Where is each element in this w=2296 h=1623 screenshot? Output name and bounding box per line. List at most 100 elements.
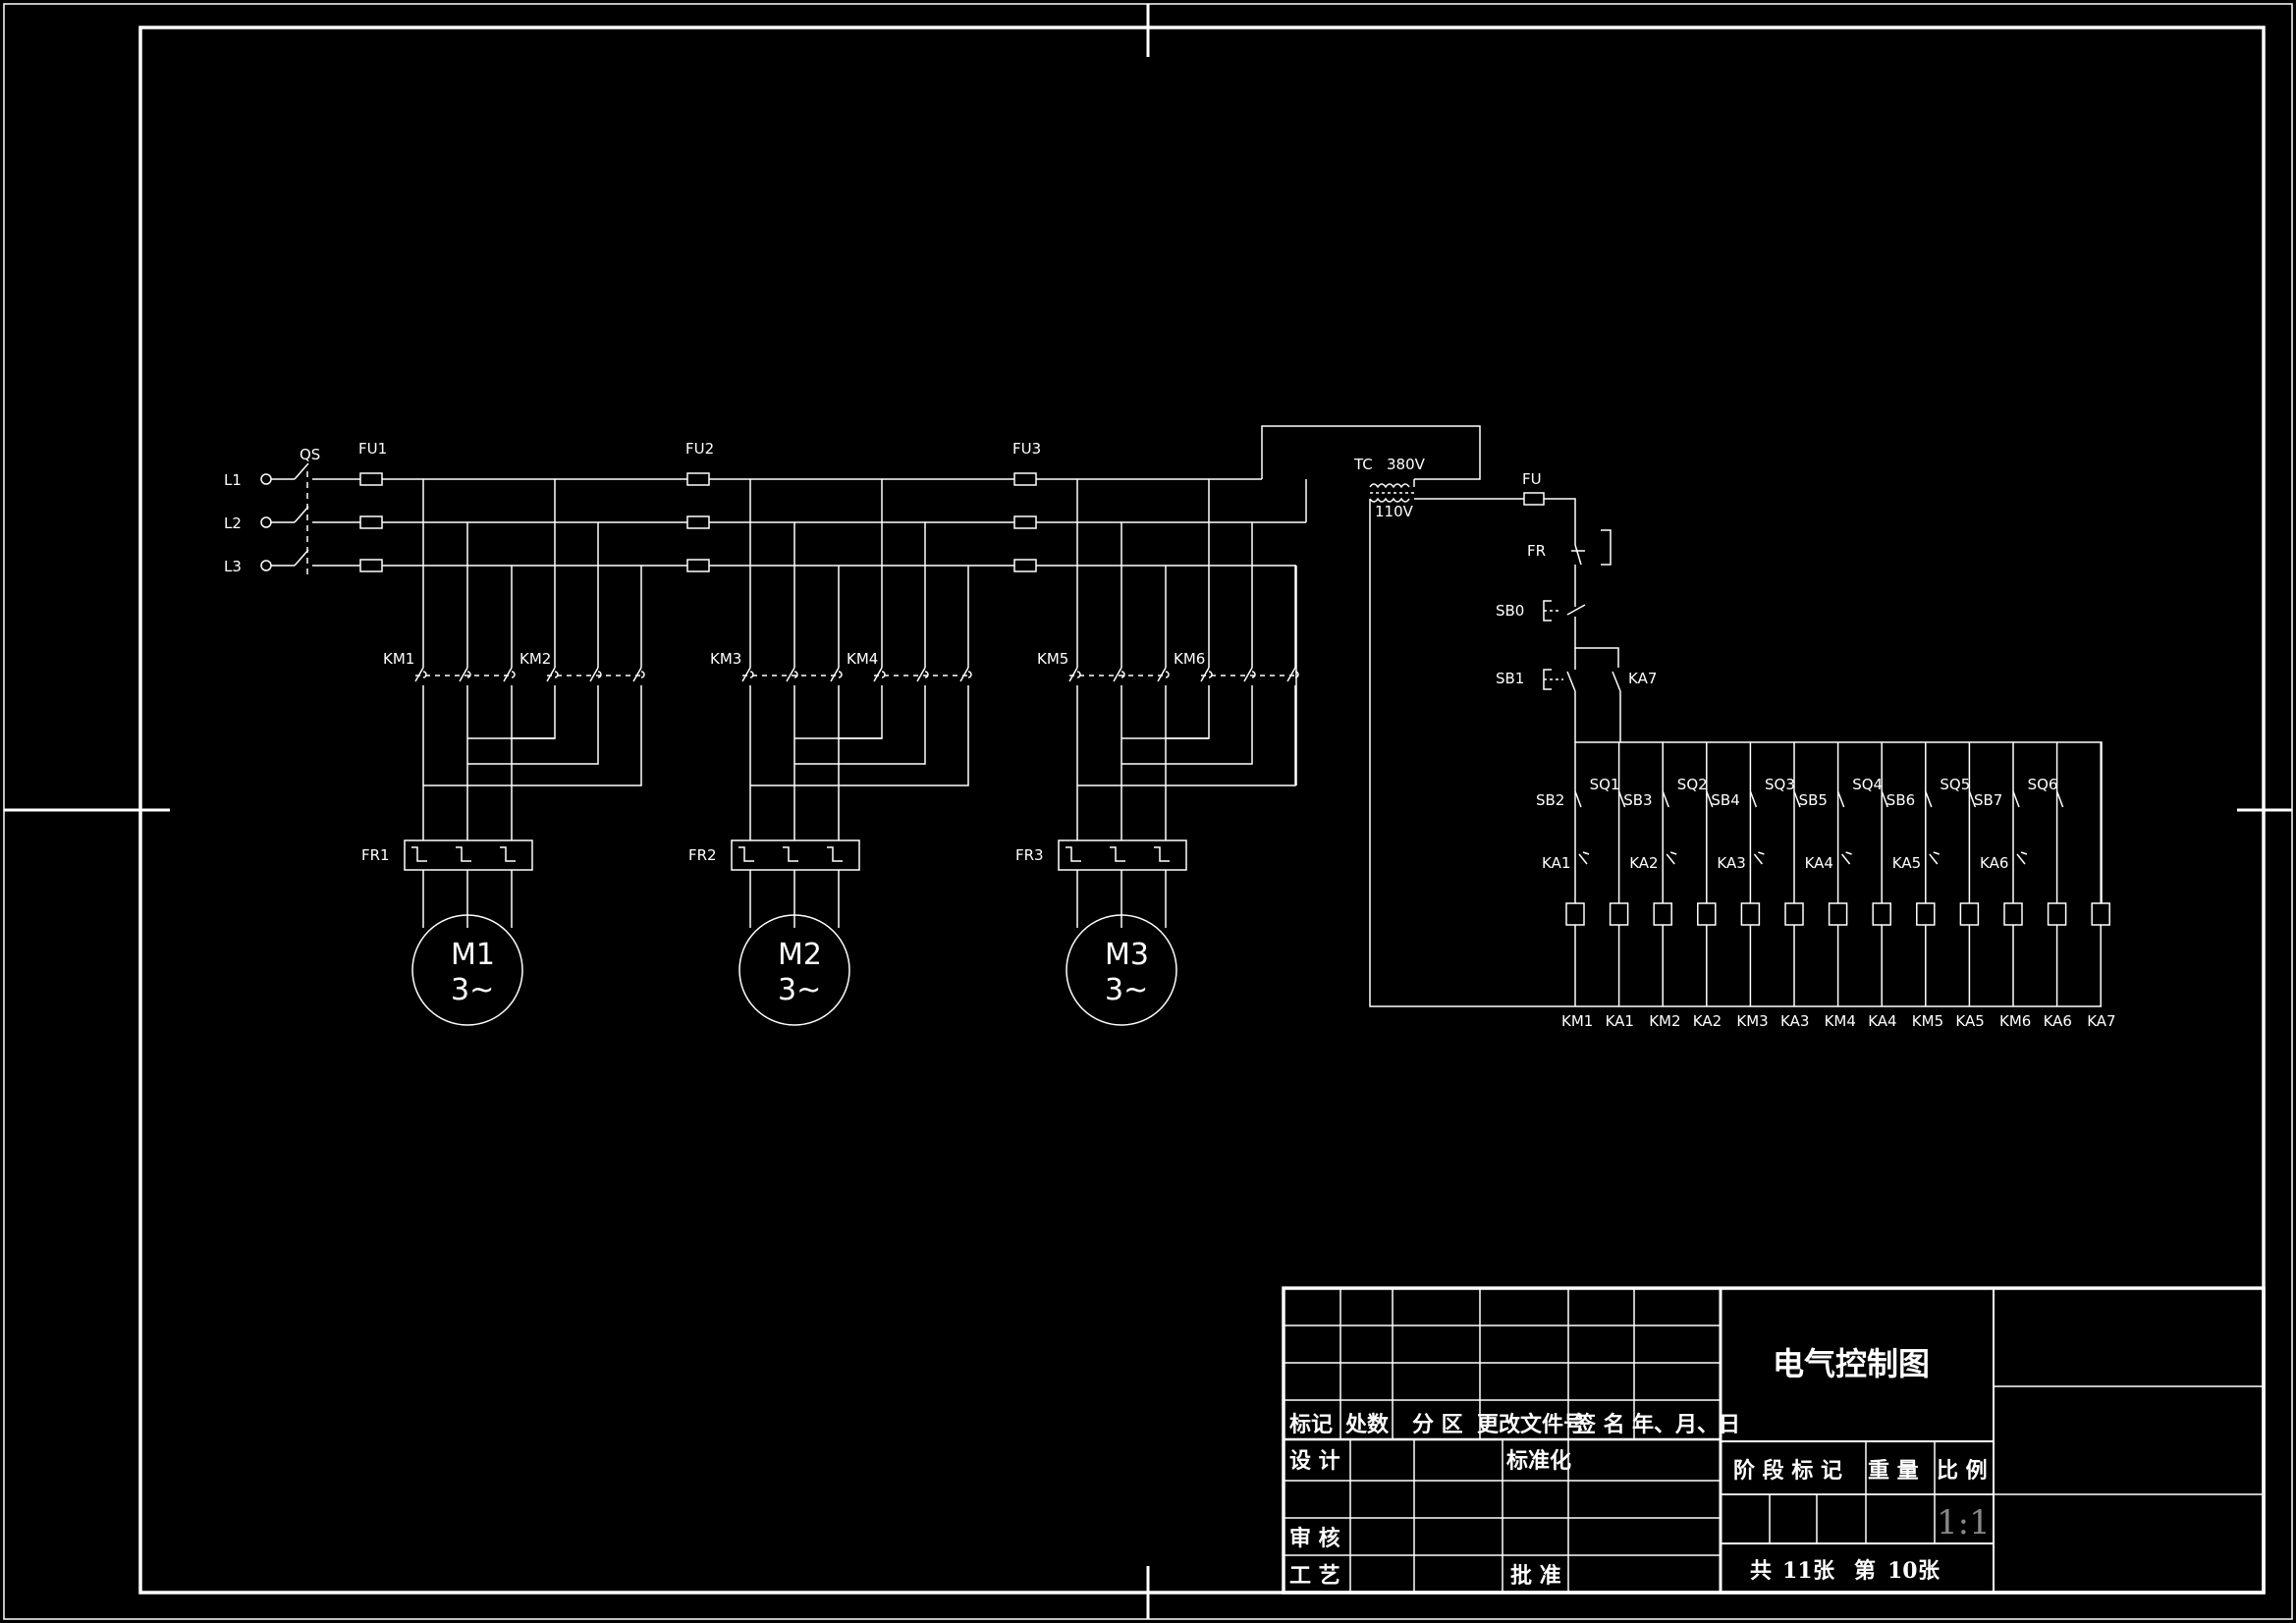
line-label-l1: L1 (224, 471, 242, 489)
centering-marks (4, 4, 2292, 1619)
coil-label-12: KA6 (2044, 1012, 2072, 1030)
motor-phase-2: 3~ (778, 973, 821, 1007)
km-reverse-label-3: KM6 (1174, 650, 1205, 668)
coil-label-6: KA3 (1780, 1012, 1809, 1030)
relay-label-1: FR1 (361, 846, 390, 864)
coil-label-8: KA4 (1868, 1012, 1896, 1030)
coil-label-7: KM4 (1825, 1012, 1856, 1030)
motor-2 (738, 914, 850, 1026)
thermal-relay-3 (1058, 839, 1187, 871)
hold-contact-label: KA7 (1628, 670, 1657, 687)
coil-label-3: KM2 (1649, 1012, 1680, 1030)
transformer-symbol (1369, 483, 1410, 503)
control-branch-3: KM2 (1649, 742, 1681, 1030)
fuse-3-3 (1013, 559, 1037, 572)
thermal-relay-1 (404, 839, 533, 871)
sheet-prefix: 第 (1854, 1558, 1876, 1584)
approve-label: 批 准 (1510, 1563, 1561, 1589)
branch-button-label-4: SB5 (1799, 791, 1828, 809)
fuse-3-2 (1013, 515, 1037, 529)
branch-button-label-3: SB4 (1711, 791, 1739, 809)
main-switch-label: QS (300, 446, 320, 463)
coil-10 (1959, 902, 1980, 926)
fuse-label-1: FU1 (358, 440, 387, 458)
limit-switch-label-3: SQ3 (1765, 776, 1795, 793)
fuse-3-1 (1013, 472, 1037, 486)
start-button-label: SB1 (1496, 670, 1524, 687)
coil-label-9: KM5 (1912, 1012, 1943, 1030)
process-label: 工 艺 (1289, 1563, 1340, 1589)
fuse-1-1 (359, 472, 383, 486)
coil-13 (2091, 902, 2110, 926)
control-overload-label: FR (1527, 542, 1546, 560)
motor-3 (1066, 914, 1177, 1026)
coil-label-5: KM3 (1736, 1012, 1768, 1030)
relay-label-3: FR3 (1015, 846, 1044, 864)
interlock-label-2: KA2 (1629, 854, 1658, 872)
stage-mark-label: 阶 段 标 记 (1733, 1458, 1842, 1484)
transformer-label: TC (1353, 456, 1373, 473)
control-fuse-label: FU (1522, 470, 1542, 488)
coil-11 (2003, 902, 2023, 926)
coil-7 (1828, 902, 1848, 926)
coil-label-10: KA5 (1955, 1012, 1984, 1030)
header-sign: 签 名 (1573, 1412, 1625, 1437)
control-branch-7: KM4 (1825, 742, 1856, 1030)
sheet-number: 10 (1887, 1558, 1918, 1584)
coil-label-13: KA7 (2087, 1012, 2115, 1030)
coil-label-1: KM1 (1561, 1012, 1593, 1030)
coil-5 (1740, 902, 1761, 926)
coil-3 (1653, 902, 1672, 926)
weight-label: 重 量 (1868, 1458, 1919, 1484)
control-branch-13: KA7 (2087, 742, 2116, 1030)
coil-6 (1784, 902, 1804, 926)
header-mark: 标记 (1289, 1412, 1333, 1437)
thermal-relay-2 (731, 839, 860, 871)
line-label-l2: L2 (224, 514, 242, 532)
fuse-1-2 (359, 515, 383, 529)
transformer-primary: 380V (1387, 456, 1426, 473)
branch-button-label-2: SB3 (1623, 791, 1652, 809)
stop-button-label: SB0 (1496, 602, 1524, 620)
interlock-label-1: KA1 (1542, 854, 1570, 872)
sheet-unit: 张 (1918, 1558, 1941, 1584)
control-branch-11: KM6 (1999, 742, 2031, 1030)
control-branch-10: KA5 (1955, 742, 1985, 1030)
motor-name-2: M2 (778, 938, 822, 972)
control-branch-4: KA2 (1693, 742, 1722, 1030)
coil-4 (1697, 902, 1717, 926)
km-forward-label-3: KM5 (1037, 650, 1068, 668)
drawing-title: 电气控制图 (1773, 1345, 1930, 1382)
coil-label-11: KM6 (1999, 1012, 2031, 1030)
review-label: 审 核 (1289, 1526, 1340, 1551)
km-forward-label-2: KM3 (710, 650, 741, 668)
coil-12 (2047, 902, 2067, 926)
branch-button-label-6: SB7 (1974, 791, 2002, 809)
control-branch-6: KA3 (1780, 742, 1809, 1030)
interlock-label-4: KA4 (1805, 854, 1833, 872)
coil-8 (1872, 902, 1891, 926)
header-count: 处数 (1344, 1412, 1390, 1437)
header-change-doc: 更改文件号 (1477, 1412, 1585, 1437)
coil-9 (1916, 902, 1936, 926)
control-branch-8: KA4 (1868, 742, 1897, 1030)
coil-1 (1565, 902, 1585, 926)
fuse-label-2: FU2 (685, 440, 714, 458)
coil-label-4: KA2 (1693, 1012, 1722, 1030)
limit-switch-label-4: SQ4 (1852, 776, 1883, 793)
fuse-label-3: FU3 (1012, 440, 1041, 458)
coil-label-2: KA1 (1606, 1012, 1634, 1030)
fuse-2-2 (686, 515, 710, 529)
motor-name-1: M1 (451, 938, 495, 972)
km-reverse-label-1: KM2 (519, 650, 551, 668)
control-branch-12: KA6 (2044, 742, 2072, 1030)
interlock-label-3: KA3 (1717, 854, 1745, 872)
header-zone: 分 区 (1412, 1412, 1463, 1437)
control-branch-9: KM5 (1912, 742, 1943, 1030)
